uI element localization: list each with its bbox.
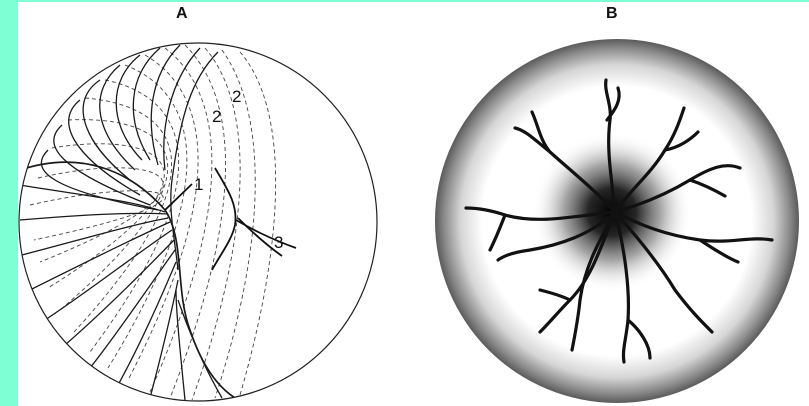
panel-a-outline xyxy=(19,43,377,401)
panel-b-label: B xyxy=(606,5,618,23)
panel-b-diagram xyxy=(435,39,799,403)
panel-a-label: A xyxy=(176,5,188,23)
panel-a-diagram: 1 2 2 3 xyxy=(19,43,377,401)
solid-arcs xyxy=(20,45,235,400)
annotation-lines xyxy=(165,168,296,270)
annotation-2b: 2 xyxy=(232,87,241,106)
annotation-3: 3 xyxy=(274,233,283,252)
annotation-2a: 2 xyxy=(212,107,221,126)
annotation-1: 1 xyxy=(194,175,203,194)
